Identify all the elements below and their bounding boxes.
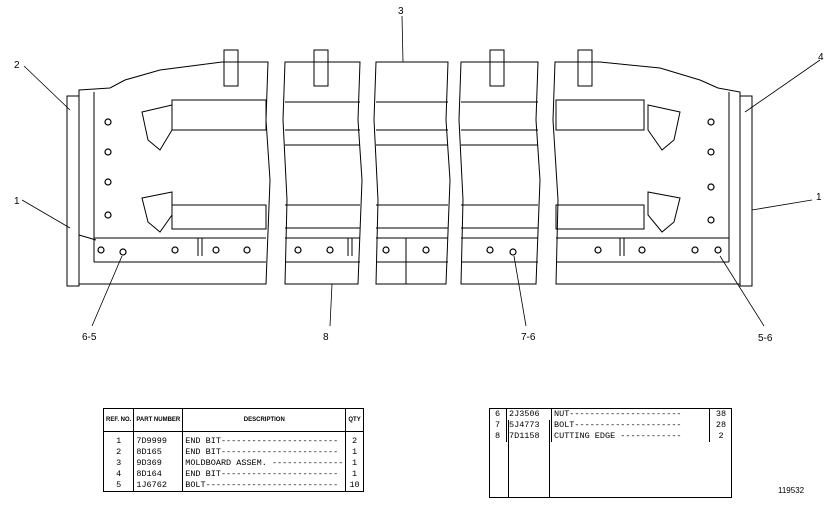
qty: 10 xyxy=(349,480,360,490)
part-number: 2J3506 xyxy=(506,409,552,420)
callout-4: 4 xyxy=(818,52,824,63)
figure-number: 119532 xyxy=(778,486,805,495)
qty: 2 xyxy=(351,436,358,446)
description: END BIT----------------------- xyxy=(182,469,347,480)
ref-no: 7 xyxy=(489,420,507,431)
ref-no: 4 xyxy=(103,469,135,480)
right-upper-rib xyxy=(555,99,645,131)
qty: 1 xyxy=(351,458,358,468)
column-divider xyxy=(549,420,550,497)
qty: 1 xyxy=(351,469,358,479)
callout-5-6: 5-6 xyxy=(758,333,773,344)
part-number: 7D1158 xyxy=(506,431,552,442)
ref-no: 1 xyxy=(103,431,135,447)
center-left-section xyxy=(282,61,363,285)
moldboard-outline xyxy=(66,49,753,287)
right-end-bit xyxy=(739,95,753,287)
table-row: 3 9D369 MOLDBOARD ASSEM. -------------- … xyxy=(103,458,364,469)
header-ref-no: REF. NO. xyxy=(103,408,135,432)
center-section xyxy=(373,61,451,285)
right-lower-rib xyxy=(555,204,645,230)
description: BOLT--------------------- xyxy=(551,420,710,431)
callout-1-left: 1 xyxy=(14,196,20,207)
qty: 1 xyxy=(351,447,358,457)
callout-3: 3 xyxy=(398,6,404,17)
callout-labels: 2 3 4 1 1 6-5 8 7-6 5-6 xyxy=(14,6,824,344)
tab-4 xyxy=(577,49,593,87)
callout-7-6: 7-6 xyxy=(521,332,536,343)
qty: 2 xyxy=(718,431,724,441)
leader-lines xyxy=(21,15,821,327)
table-row: 1 7D9999 END BIT----------------------- … xyxy=(103,431,364,447)
parts-table-right: 6 2J3506 NUT---------------------- 38 7 … xyxy=(489,409,732,442)
callout-2: 2 xyxy=(14,60,20,71)
tab-1 xyxy=(223,49,239,87)
ref-no: 2 xyxy=(103,447,135,458)
ref-no: 6 xyxy=(489,409,507,420)
header-description: DESCRIPTION xyxy=(182,408,347,432)
tab-3 xyxy=(489,49,505,87)
right-section xyxy=(552,61,741,285)
table-row: 7 5J4773 BOLT--------------------- 28 xyxy=(489,420,732,431)
left-lower-rib xyxy=(171,204,267,230)
table-row: 5 1J6762 BOLT-------------------------- … xyxy=(103,480,364,492)
qty: 38 xyxy=(715,409,727,419)
description: END BIT----------------------- xyxy=(182,431,347,447)
right-lower-bracket xyxy=(647,191,681,233)
left-upper-rib xyxy=(171,99,267,131)
part-number: 5J4773 xyxy=(506,420,552,431)
description: MOLDBOARD ASSEM. -------------- xyxy=(182,458,347,469)
part-number: 1J6762 xyxy=(133,480,184,492)
ref-no: 3 xyxy=(103,458,135,469)
header-qty: QTY xyxy=(345,408,364,432)
left-section xyxy=(78,61,271,285)
ref-no: 5 xyxy=(103,480,135,492)
part-number: 9D369 xyxy=(133,458,184,469)
callout-1-right: 1 xyxy=(816,192,822,203)
parts-table-left: REF. NO. PART NUMBER DESCRIPTION QTY 1 7… xyxy=(103,408,364,492)
description: END BIT----------------------- xyxy=(182,447,347,458)
left-end-bit xyxy=(66,95,80,287)
table-row: 2 8D165 END BIT----------------------- 1 xyxy=(103,447,364,458)
bolt-holes xyxy=(97,118,722,256)
parts-table-header: REF. NO. PART NUMBER DESCRIPTION QTY xyxy=(103,408,364,432)
part-number: 8D165 xyxy=(133,447,184,458)
ref-no: 8 xyxy=(489,431,507,442)
table-row: 6 2J3506 NUT---------------------- 38 xyxy=(489,409,732,420)
part-number: 7D9999 xyxy=(133,431,184,447)
left-upper-bracket xyxy=(141,104,173,151)
callout-8: 8 xyxy=(323,332,329,343)
left-lower-bracket xyxy=(141,191,173,233)
table-row: 4 8D164 END BIT----------------------- 1 xyxy=(103,469,364,480)
header-part-number: PART NUMBER xyxy=(133,408,184,432)
right-upper-bracket xyxy=(647,104,681,151)
tab-2 xyxy=(313,49,329,87)
qty: 28 xyxy=(715,420,727,430)
description: BOLT-------------------------- xyxy=(182,480,347,492)
parts-table-right-frame xyxy=(489,408,732,498)
table-row: 8 7D1158 CUTTING EDGE ------------ 2 xyxy=(489,431,732,442)
description: NUT---------------------- xyxy=(551,409,710,420)
part-number: 8D164 xyxy=(133,469,184,480)
callout-6-5: 6-5 xyxy=(82,332,97,343)
description: CUTTING EDGE ------------ xyxy=(551,431,710,442)
column-divider xyxy=(508,420,509,497)
center-right-section xyxy=(458,61,541,285)
